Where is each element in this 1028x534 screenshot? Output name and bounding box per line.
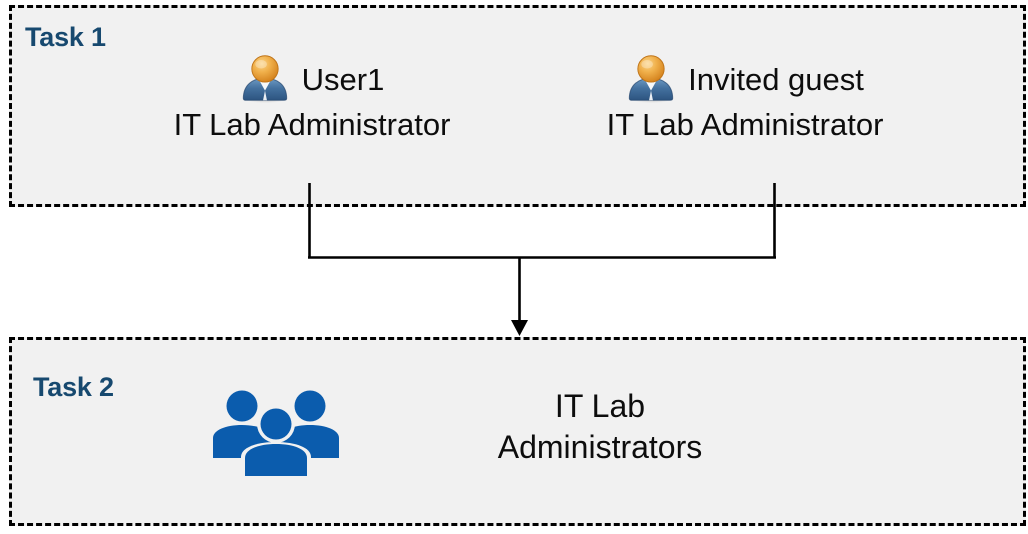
member-user1: User1 IT Lab Administrator — [132, 52, 492, 142]
member-user1-role: IT Lab Administrator — [173, 107, 451, 142]
member-user1-name: User1 — [301, 61, 385, 97]
member-invited-guest-name: Invited guest — [688, 61, 864, 97]
group-name: IT Lab Administrators — [400, 386, 800, 468]
task-1-label: Task 1 — [25, 22, 106, 52]
person-icon — [628, 55, 674, 103]
member-invited-guest-role: IT Lab Administrator — [606, 107, 884, 142]
task-2-container — [9, 337, 1026, 526]
group-name-line-1: IT Lab — [554, 388, 646, 424]
task-2-label: Task 2 — [33, 372, 114, 402]
group-icon-wrapper — [211, 386, 341, 476]
task-1-container — [9, 5, 1026, 207]
group-name-line-2: Administrators — [497, 428, 703, 465]
people-group-icon — [213, 390, 339, 476]
person-icon — [242, 55, 287, 103]
member-user1-row: User1 — [132, 52, 492, 106]
member-invited-guest: Invited guest IT Lab Administrator — [540, 52, 950, 142]
member-invited-guest-row: Invited guest — [540, 52, 950, 106]
